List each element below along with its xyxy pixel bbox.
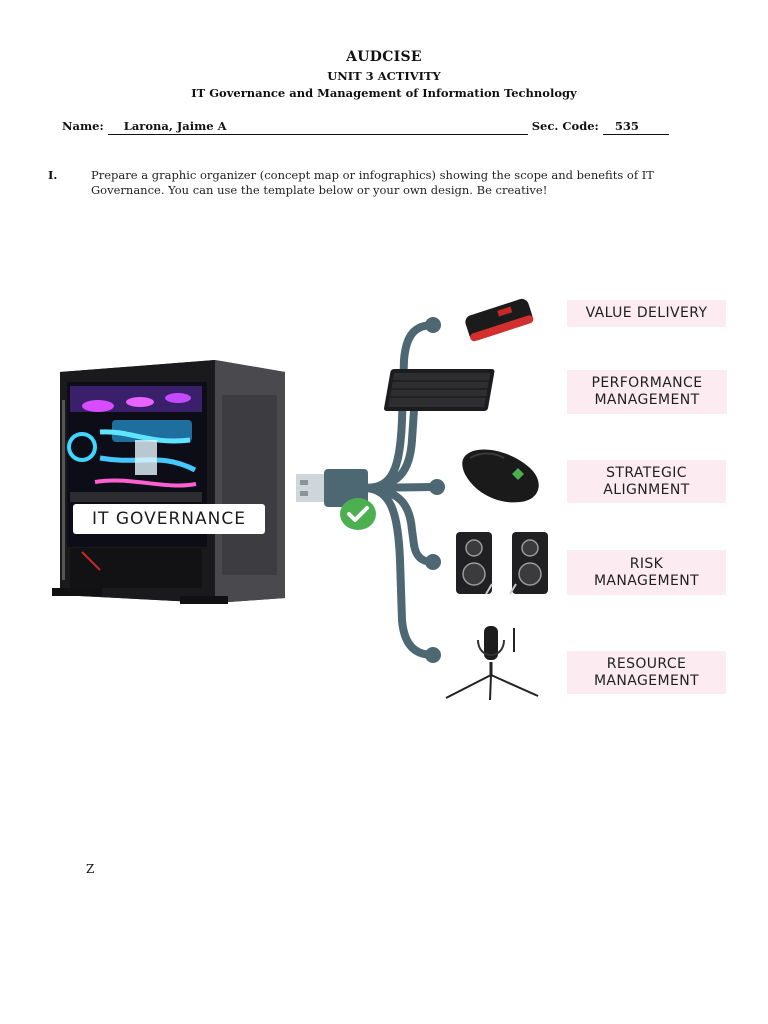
benefit-performance-management: PERFORMANCE MANAGEMENT: [567, 370, 727, 414]
benefit-strategic-alignment: STRATEGIC ALIGNMENT: [567, 460, 726, 503]
pc-case-icon: [52, 360, 285, 604]
stray-mark: Z: [86, 862, 94, 876]
keyboard-icon: [384, 369, 495, 411]
microphone-icon: [446, 626, 538, 700]
mouse-icon: [462, 449, 538, 502]
center-label: IT GOVERNANCE: [73, 504, 265, 534]
check-icon: [339, 497, 377, 531]
speakers-icon: [456, 532, 548, 594]
benefit-value-delivery: VALUE DELIVERY: [567, 300, 726, 327]
benefit-risk-management: RISK MANAGEMENT: [567, 550, 726, 595]
usb-flash-drive-icon: [464, 297, 535, 342]
benefit-resource-management: RESOURCE MANAGEMENT: [567, 651, 726, 694]
